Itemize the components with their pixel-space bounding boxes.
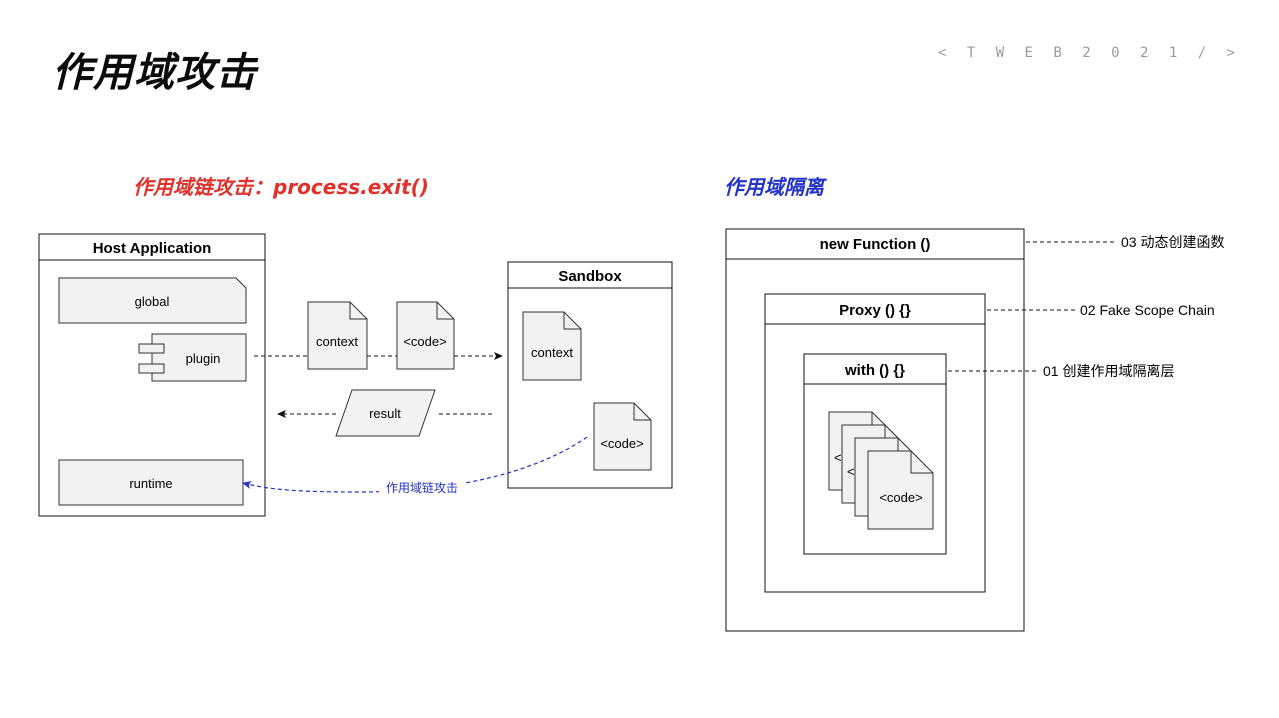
outer-note: 03 动态创建函数 xyxy=(1121,234,1224,250)
sandbox-context-document: context xyxy=(522,311,582,381)
inner-note: 01 创建作用域隔离层 xyxy=(1043,363,1174,379)
sandbox-context-label: context xyxy=(531,345,573,360)
sandbox-title: Sandbox xyxy=(558,268,622,285)
scope-chain-attack-heading: 作用域链攻击：process.exit() xyxy=(133,175,429,199)
runtime-label: runtime xyxy=(129,476,172,491)
sandbox-code-document: <code> xyxy=(593,402,652,471)
scope-isolation-heading: 作用域隔离 xyxy=(724,175,824,199)
middle-note: 02 Fake Scope Chain xyxy=(1080,302,1215,318)
stacked-doc-front-label: <code> xyxy=(879,490,922,505)
result-label: result xyxy=(369,406,401,421)
with-title: with () {} xyxy=(844,362,905,379)
global-label: global xyxy=(135,294,170,309)
transit-context-document: context xyxy=(307,301,368,370)
stacked-code-documents: < < <code> xyxy=(828,411,934,530)
attack-label-backdrop xyxy=(379,479,465,496)
stacked-doc-peek-2: < xyxy=(847,464,855,479)
result-parallelogram: result xyxy=(335,389,436,437)
sandbox-code-label: <code> xyxy=(600,436,643,451)
host-application-title: Host Application xyxy=(93,240,212,257)
page-title: 作用域攻击 xyxy=(52,50,257,96)
plugin-label: plugin xyxy=(186,351,221,366)
stacked-doc-peek-1: < xyxy=(834,450,842,465)
runtime-box: runtime xyxy=(58,459,244,506)
global-card: global xyxy=(58,277,247,324)
proxy-title: Proxy () {} xyxy=(839,302,911,319)
transit-code-document: <code> xyxy=(396,301,455,370)
scope-chain-attack-label: 作用域链攻击 xyxy=(386,480,458,495)
brand-mark: < T W E B 2 0 2 1 / > xyxy=(937,45,1241,61)
transit-code-label: <code> xyxy=(403,334,446,349)
transit-context-label: context xyxy=(316,334,358,349)
new-function-title: new Function () xyxy=(820,236,931,253)
plugin-component: plugin xyxy=(138,333,247,382)
scope-chain-attack-arrow xyxy=(242,436,588,493)
